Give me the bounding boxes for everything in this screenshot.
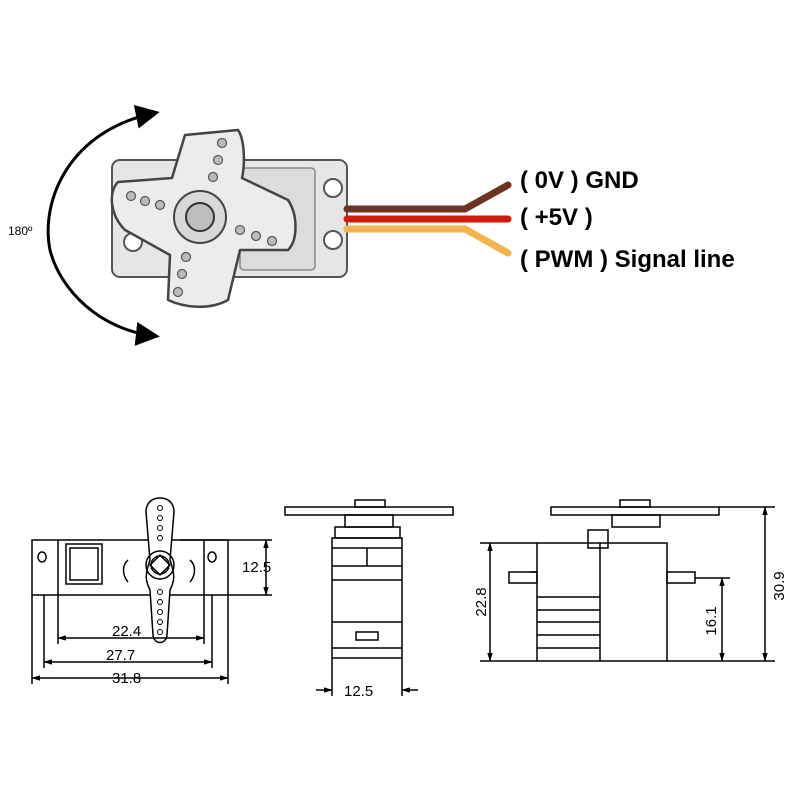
rear-dim-16-1: 16.1 <box>703 606 720 635</box>
side-dim-12-5: 12.5 <box>344 683 373 700</box>
rear-dim-22-8: 22.8 <box>473 587 490 616</box>
servo-illustration: 180º ( 0V ) GND ( +5V ) ( PWM ) Signal l… <box>8 105 735 346</box>
horn-screw-icon <box>185 202 215 232</box>
horn-holes <box>125 137 278 298</box>
rotation-arrow-icon <box>46 105 160 346</box>
front-dim-22-4: 22.4 <box>112 623 141 640</box>
front-dim-12-5: 12.5 <box>242 559 271 576</box>
rear-dim-30-9: 30.9 <box>771 571 788 600</box>
wire-gnd <box>343 181 512 213</box>
mount-hole-icon <box>323 178 343 198</box>
front-dim-31-8: 31.8 <box>112 670 141 687</box>
front-view-drawing <box>31 497 272 684</box>
wire-label-5v: ( +5V ) <box>520 204 593 231</box>
rotation-angle-label: 180º <box>8 224 33 238</box>
side-view-drawing <box>284 499 454 696</box>
wire-label-signal: ( PWM ) Signal line <box>520 246 735 273</box>
rear-view-drawing <box>480 499 775 662</box>
wire-signal <box>343 225 512 257</box>
wire-label-gnd: ( 0V ) GND <box>520 167 639 194</box>
front-dim-27-7: 27.7 <box>106 647 135 664</box>
mount-hole-icon <box>323 230 343 250</box>
